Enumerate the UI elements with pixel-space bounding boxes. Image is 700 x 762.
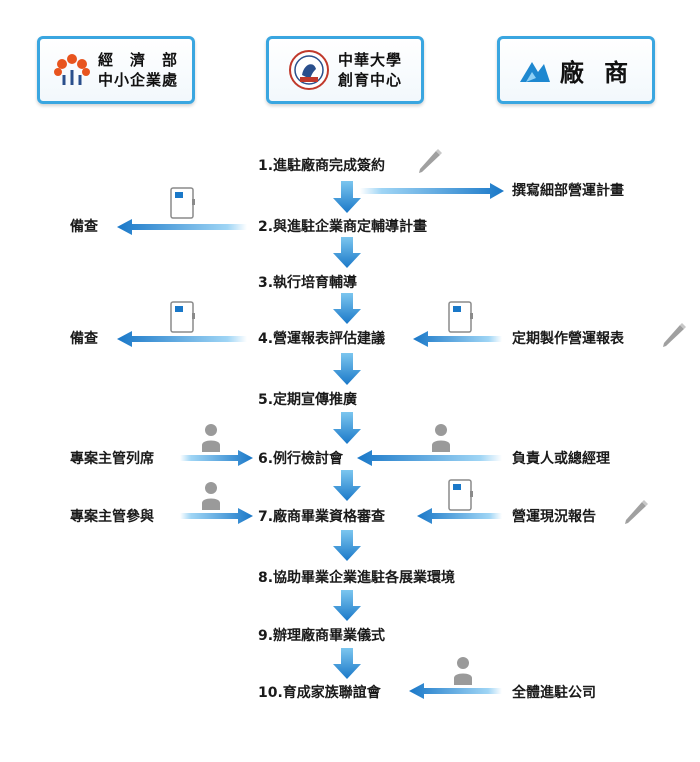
step-8: 8.協助畢業企業進駐各展業環境	[258, 570, 456, 586]
moea-division: 中小企業處	[97, 71, 178, 89]
moea-header-box: 經 濟 部 中小企業處	[37, 36, 195, 104]
step-5: 5.定期宣傳推廣	[258, 392, 358, 408]
step-1: 1.進駐廠商完成簽約	[258, 158, 386, 174]
document-icon	[448, 301, 473, 333]
step-9: 9.辦理廠商畢業儀式	[258, 628, 386, 644]
step-7: 7.廠商畢業資格審查	[258, 509, 386, 525]
right-all-companies: 全體進駐公司	[512, 685, 596, 701]
person-icon	[202, 482, 220, 510]
arrow-step2-to-record	[117, 219, 247, 235]
down-arrow-5-6	[333, 412, 361, 444]
left-manager-attend: 專案主管列席	[70, 451, 154, 467]
person-icon	[432, 424, 450, 452]
left-manager-participate: 專案主管參與	[70, 509, 154, 525]
moea-logo-icon	[53, 54, 90, 85]
arrow-step1-to-plan	[360, 183, 504, 199]
pencil-icon	[663, 323, 686, 347]
down-arrow-3-4	[333, 293, 361, 324]
right-status-report: 營運現況報告	[512, 509, 596, 525]
step-3: 3.執行培育輔導	[258, 275, 358, 291]
step-4: 4.營運報表評估建議	[258, 331, 386, 347]
incubator-name: 創育中心	[337, 71, 402, 89]
down-arrow-4-5	[333, 353, 361, 385]
building-logo-icon	[519, 62, 550, 82]
down-arrow-9-10	[333, 648, 361, 679]
document-icon	[448, 479, 473, 511]
arrow-report-to-step7	[417, 508, 502, 524]
person-icon	[202, 424, 220, 452]
down-arrow-7-8	[333, 530, 361, 561]
arrow-ceo-to-step6	[357, 450, 502, 466]
person-icon	[454, 657, 472, 685]
step-6: 6.例行檢討會	[258, 451, 344, 467]
arrow-manager-to-step6	[180, 450, 253, 466]
left-record-2: 備查	[70, 219, 98, 235]
university-seal-icon	[288, 50, 329, 90]
pencil-icon	[419, 149, 442, 173]
pencil-icon	[625, 500, 648, 524]
down-arrow-8-9	[333, 590, 361, 621]
arrow-companies-to-step10	[409, 683, 502, 699]
arrow-report-to-step4	[413, 331, 502, 347]
right-detailed-plan: 撰寫細部營運計畫	[512, 183, 624, 199]
down-arrow-2-3	[333, 237, 361, 268]
univ-header-box: 中華大學 創育中心	[266, 36, 424, 104]
moea-name: 經 濟 部	[97, 51, 178, 69]
arrow-step4-to-record	[117, 331, 247, 347]
right-ceo: 負責人或總經理	[512, 451, 610, 467]
univ-name: 中華大學	[337, 51, 402, 69]
down-arrow-6-7	[333, 470, 361, 501]
down-arrow-1-2	[333, 181, 361, 213]
vendor-header-box: 廠 商	[497, 36, 655, 104]
document-icon	[170, 301, 195, 333]
arrow-manager-to-step7	[180, 508, 253, 524]
document-icon	[170, 187, 195, 219]
step-2: 2.與進駐企業商定輔導計畫	[258, 219, 428, 235]
vendor-label: 廠 商	[559, 58, 635, 87]
right-periodic-report: 定期製作營運報表	[512, 331, 624, 347]
left-record-4: 備查	[70, 331, 98, 347]
step-10: 10.育成家族聯誼會	[258, 685, 381, 701]
